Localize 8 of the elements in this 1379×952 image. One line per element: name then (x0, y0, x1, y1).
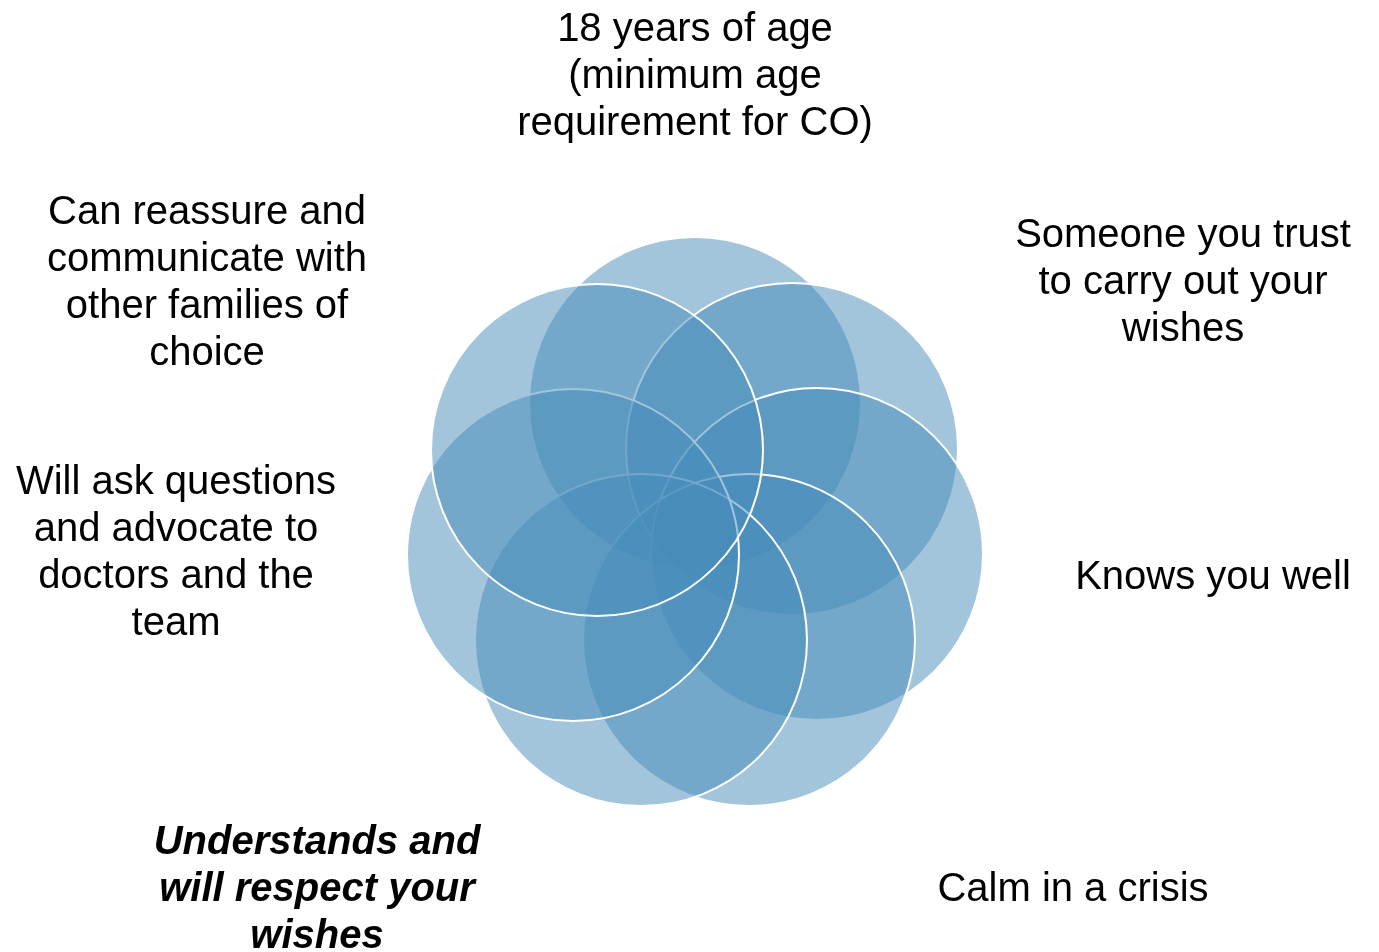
caption-text: 18 years of age (minimum age requirement for CO) (516, 4, 874, 145)
caption-text: Someone you trust to carry out your wishes (1014, 210, 1352, 351)
caption-text: Calm in a crisis (936, 864, 1210, 911)
caption-text: Understands and will respect your wishes (152, 817, 482, 952)
caption-text: Can reassure and communicate with other families of choice (45, 187, 369, 375)
caption-text: Knows you well (1074, 552, 1352, 599)
caption-text: Will ask questions and advocate to doctors and the team (14, 457, 338, 645)
circle (430, 283, 764, 617)
